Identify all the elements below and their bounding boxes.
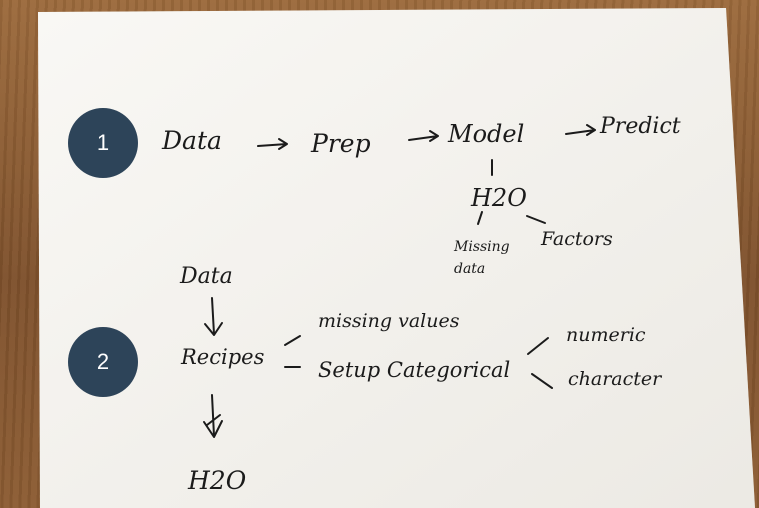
label-data-1: Data [162,126,222,155]
arrow-strike [206,414,221,426]
arrow-down-icon [203,394,223,438]
label-missing-data: Missing data [454,239,510,277]
arrow-right-icon [257,138,288,150]
step-number-2: 2 [96,349,110,374]
label-missing-values: missing values [318,310,460,332]
arrow-right-icon [565,124,596,136]
branch-line [527,337,549,355]
step-badge-1: 1 [68,108,138,178]
label-recipes: Recipes [181,345,265,369]
arrow-right-icon [408,130,439,142]
branch-line [526,215,546,224]
label-factors: Factors [541,228,613,250]
branch-line [531,373,553,389]
label-setup-categorical: Setup Categorical [318,358,511,382]
arrow-down-icon [204,297,223,336]
branch-line [284,335,301,346]
label-prep: Prep [311,129,371,158]
label-data-2: Data [180,264,233,289]
label-numeric: numeric [566,324,646,346]
branch-line [477,211,483,225]
label-predict: Predict [600,114,681,139]
label-h2o-2: H2O [188,466,247,495]
label-h2o-1: H2O [471,184,527,212]
label-character: character [568,368,662,390]
step-number-1: 1 [96,130,110,155]
step-badge-2: 2 [68,327,138,397]
label-model: Model [448,120,525,148]
